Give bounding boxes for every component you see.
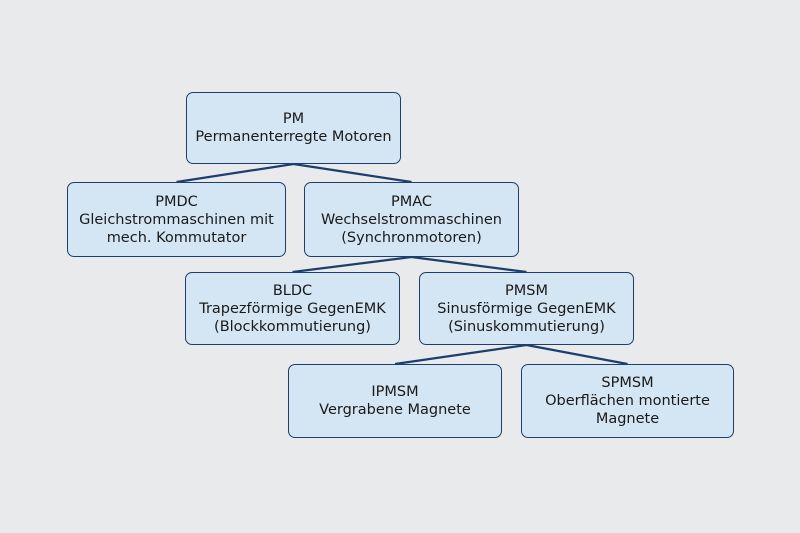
- node-pmsm: PMSM Sinusförmige GegenEMK (Sinuskommuti…: [419, 272, 634, 345]
- node-bldc-line-1: BLDC: [272, 282, 313, 299]
- node-pm-line-2: Permanenterregte Motoren: [195, 129, 392, 145]
- node-pmdc-line-3: mech. Kommutator: [106, 229, 247, 246]
- node-bldc-line-3: (Blockkommutierung): [214, 318, 371, 335]
- connector-pm-pmac: [293, 162, 412, 184]
- node-ipmsm-line-1: IPMSM: [371, 384, 419, 400]
- connector-pmsm-spmsm: [526, 343, 628, 366]
- node-spmsm-line-1: SPMSM: [601, 375, 654, 391]
- node-pmac-line-2: Wechselstrommaschinen: [320, 211, 502, 228]
- node-pmsm-line-2: Sinusförmige GegenEMK: [437, 300, 616, 317]
- node-pmac: PMAC Wechselstrommaschinen (Synchronmoto…: [304, 182, 519, 257]
- node-pmsm-line-3: (Sinuskommutierung): [448, 318, 605, 335]
- node-pmac-line-1: PMAC: [390, 193, 433, 210]
- node-pmdc-line-1: PMDC: [155, 193, 198, 210]
- node-bldc: BLDC Trapezförmige GegenEMK (Blockkommut…: [185, 272, 400, 345]
- node-pmdc-line-2: Gleichstrommaschinen mit: [79, 211, 274, 228]
- node-spmsm: SPMSM Oberflächen montierte Magnete: [521, 364, 734, 438]
- node-pm-line-1: PM: [282, 111, 305, 127]
- connector-pmac-pmsm: [411, 255, 527, 274]
- node-ipmsm: IPMSM Vergrabene Magnete: [288, 364, 502, 438]
- node-spmsm-line-2: Oberflächen montierte: [545, 393, 710, 409]
- node-ipmsm-line-2: Vergrabene Magnete: [319, 402, 471, 418]
- node-pmsm-line-1: PMSM: [505, 282, 548, 299]
- node-bldc-line-2: Trapezförmige GegenEMK: [199, 300, 386, 317]
- node-spmsm-line-3: Magnete: [595, 411, 660, 427]
- connector-pm-pmdc: [176, 162, 294, 184]
- connector-pmac-bldc: [292, 255, 412, 274]
- node-pmac-line-3: (Synchronmotoren): [341, 229, 482, 246]
- node-pmdc: PMDC Gleichstrommaschinen mit mech. Komm…: [67, 182, 286, 257]
- node-pm: PM Permanenterregte Motoren: [186, 92, 401, 164]
- connector-pmsm-ipmsm: [394, 343, 527, 366]
